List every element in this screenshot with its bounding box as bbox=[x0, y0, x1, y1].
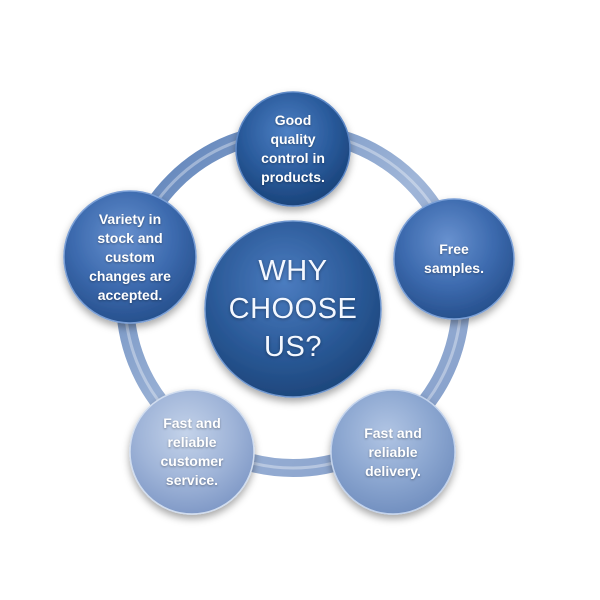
center-circle bbox=[204, 220, 382, 398]
node-label-quality-control: Good quality control in products. bbox=[261, 112, 325, 185]
node-circle-customer-service bbox=[129, 389, 255, 515]
node-circle-fast-delivery bbox=[330, 389, 456, 515]
node-label-free-samples: Free samples. bbox=[424, 241, 484, 276]
node-label-variety-stock: Variety in stock and custom changes are … bbox=[89, 210, 171, 303]
node-circle-free-samples bbox=[393, 198, 515, 320]
center-label: WHY CHOOSE US? bbox=[228, 255, 358, 363]
node-label-customer-service: Fast and reliable customer service. bbox=[160, 415, 224, 488]
node-label-fast-delivery: Fast and reliable delivery. bbox=[364, 424, 422, 479]
node-circle-quality-control bbox=[235, 91, 351, 207]
node-circle-variety-stock bbox=[63, 190, 197, 324]
